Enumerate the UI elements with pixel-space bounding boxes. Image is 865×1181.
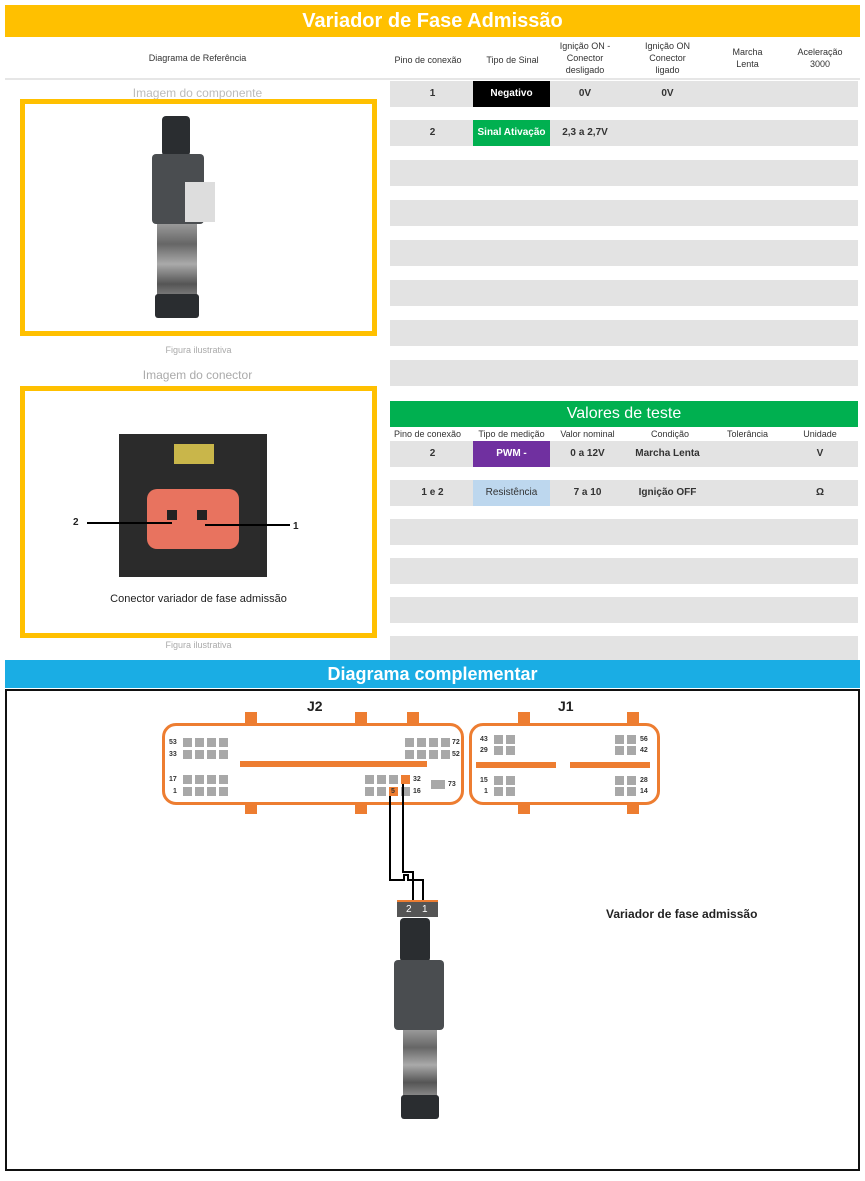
condition: Ignição OFF — [638, 487, 697, 498]
header-pino: Pino de conexão — [394, 55, 462, 65]
signal-row: 2 Sinal Ativação 2,3 a 2,7V — [390, 120, 858, 146]
j2-label: J2 — [307, 698, 323, 714]
empty-row — [390, 160, 858, 186]
pin-label: 17 — [169, 776, 177, 783]
col-header: Unidade — [803, 429, 837, 439]
connector-photo — [119, 434, 267, 577]
pin-label: 43 — [480, 736, 488, 743]
solenoid-tip — [401, 1095, 439, 1119]
pin: 2 — [429, 448, 436, 459]
header-marcha: Marcha Lenta — [732, 47, 763, 69]
pin-label: 56 — [640, 736, 648, 743]
ign-off-value: 0V — [578, 88, 592, 99]
pin-label: 15 — [480, 777, 488, 784]
pin-label: 1 — [173, 788, 177, 795]
measurement-badge: PWM - — [473, 441, 550, 467]
ign-off-value: 2,3 a 2,7V — [562, 127, 608, 138]
empty-row — [390, 320, 858, 346]
component-image-frame — [20, 99, 377, 336]
ign-on-value: 0V — [661, 88, 674, 99]
j1-label: J1 — [558, 698, 574, 714]
figure-note: Figura ilustrativa — [165, 640, 232, 650]
j1-connector: 43 29 15 1 56 42 28 14 — [469, 712, 660, 814]
empty-row — [390, 558, 858, 584]
pin-label: 73 — [448, 781, 456, 788]
pin-label: 1 — [484, 788, 488, 795]
page-title: Variador de Fase Admissão — [5, 5, 860, 37]
empty-row — [390, 636, 858, 660]
connector-image-frame: 2 1 Conector variador de fase admissão — [20, 386, 377, 638]
plug-pin: 1 — [422, 904, 428, 915]
signal-row: 1 Negativo 0V 0V — [390, 81, 858, 107]
pin-label: 72 — [452, 739, 460, 746]
pin-label: 33 — [169, 751, 177, 758]
empty-row — [390, 280, 858, 306]
diagram-box — [5, 689, 860, 1171]
unit: Ω — [815, 487, 825, 498]
empty-row — [390, 200, 858, 226]
connector-label: Conector variador de fase admissão — [110, 593, 287, 605]
figure-note: Figura ilustrativa — [165, 345, 232, 355]
pin-label: 14 — [640, 788, 648, 795]
component-label: Variador de fase admissão — [606, 907, 758, 921]
test-row: 2 PWM - 0 a 12V Marcha Lenta V — [390, 441, 858, 467]
pin-1-label: 1 — [293, 521, 299, 532]
header-ign-on: Ignição ON Conector ligado — [644, 41, 691, 75]
tests-title: Valores de teste — [390, 401, 858, 427]
header-ign-off: Ignição ON - Conector desligado — [559, 41, 611, 75]
connector-caption: Imagem do conector — [142, 368, 253, 382]
pin-label: 53 — [169, 739, 177, 746]
empty-row — [390, 519, 858, 545]
tests-header: Pino de conexão Tipo de medição Valor no… — [390, 429, 858, 441]
nominal-value: 0 a 12V — [570, 448, 605, 459]
pin: 2 — [429, 127, 436, 138]
col-header: Pino de conexão — [393, 429, 462, 439]
signal-type-badge: Negativo — [473, 81, 550, 107]
test-row: 1 e 2 Resistência 7 a 10 Ignição OFF Ω — [390, 480, 858, 506]
pin-label: 5 — [391, 788, 395, 795]
pin-label: 42 — [640, 747, 648, 754]
pin-label: 32 — [413, 776, 421, 783]
divider — [5, 78, 860, 80]
header-ref: Diagrama de Referência — [148, 53, 247, 63]
signal-type-badge: Sinal Ativação — [473, 120, 550, 146]
empty-row — [390, 597, 858, 623]
solenoid-image — [400, 918, 430, 962]
solenoid-image — [162, 116, 190, 156]
col-header: Condição — [650, 429, 690, 439]
component-plug: 2 1 — [397, 900, 438, 917]
empty-row — [390, 240, 858, 266]
pin: 1 e 2 — [421, 487, 444, 498]
j2-connector: 53 33 17 1 72 52 32 16 5 73 — [162, 712, 464, 814]
solenoid-valve — [403, 1030, 437, 1100]
col-header: Tolerância — [726, 429, 769, 439]
empty-row — [390, 360, 858, 386]
solenoid-body — [394, 960, 444, 1030]
pin-label: 16 — [413, 788, 421, 795]
nominal-value: 7 a 10 — [573, 487, 602, 498]
col-header: Tipo de medição — [478, 429, 545, 439]
pin: 1 — [429, 88, 436, 99]
wiring — [389, 784, 424, 900]
pin-label: 28 — [640, 777, 648, 784]
plug-pin: 2 — [406, 904, 412, 915]
pin-label: 29 — [480, 747, 488, 754]
unit: V — [816, 448, 824, 459]
header-acel: Aceleração 3000 — [797, 47, 843, 69]
condition: Marcha Lenta — [635, 448, 700, 459]
pin-2-label: 2 — [73, 517, 79, 528]
col-header: Valor nominal — [560, 429, 615, 439]
header-tipo: Tipo de Sinal — [486, 55, 539, 65]
diagram-title: Diagrama complementar — [5, 660, 860, 688]
pin-label: 52 — [452, 751, 460, 758]
measurement-badge: Resistência — [473, 480, 550, 506]
component-caption: Imagem do componente — [132, 86, 263, 100]
